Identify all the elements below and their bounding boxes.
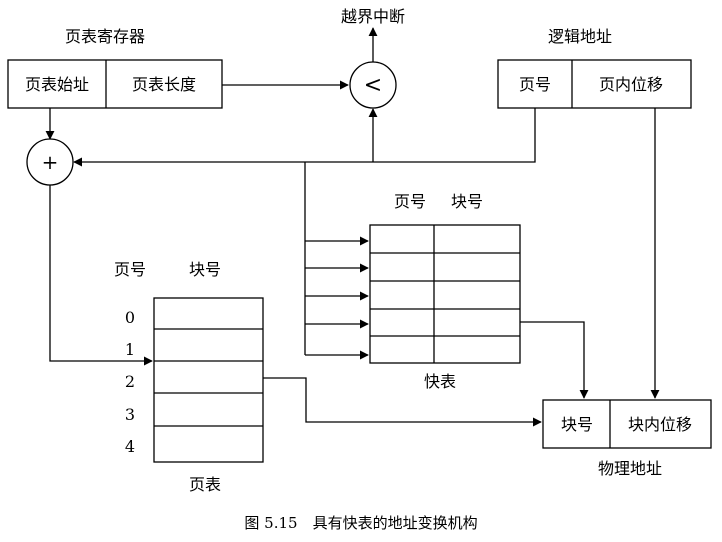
page-table-title: 页表 [189,475,221,494]
adder-symbol: + [42,150,59,174]
page-table-index: 1 [125,340,135,359]
page-table-index: 4 [125,437,135,456]
fast-table-title: 快表 [424,372,456,391]
fast-table-page-header: 页号 [394,192,426,211]
fast-table [369,224,521,364]
physical-address-title: 物理地址 [598,459,662,478]
adder-to-page-table-arrow [49,185,153,366]
logical-page-number-field: 页号 [519,75,551,94]
figure-caption: 图 5.15 具有快表的地址变换机构 [244,514,477,532]
page-table-index: 3 [125,405,135,424]
page-table-index: 0 [125,308,135,327]
page-number-to-adder-path [73,108,536,167]
physical-offset-field: 块内位移 [628,415,692,434]
fast-table-to-block-arrow [520,321,589,399]
comparator-circle [349,61,397,109]
physical-block-number-field: 块号 [561,415,593,434]
page-table-page-header: 页号 [114,260,146,279]
logical-address-title: 逻辑地址 [548,27,612,46]
page-table-length-field: 页表长度 [132,75,196,94]
page-table-to-block-arrow [263,377,542,427]
interrupt-label: 越界中断 [341,7,405,26]
page-table-block-header: 块号 [189,260,221,279]
page-table-register: 页表始址 页表长度 [7,59,223,109]
logical-offset-field: 页内位移 [599,75,663,94]
logical-address-register: 页号 页内位移 [497,59,692,109]
page-table-start-field: 页表始址 [25,75,89,94]
fast-table-block-header: 块号 [451,192,483,211]
page-table [153,297,264,463]
comparator-symbol: < [364,73,382,98]
page-table-register-title: 页表寄存器 [65,27,145,46]
page-table-index: 2 [125,372,135,391]
physical-address-register: 块号 块内位移 [542,399,712,449]
